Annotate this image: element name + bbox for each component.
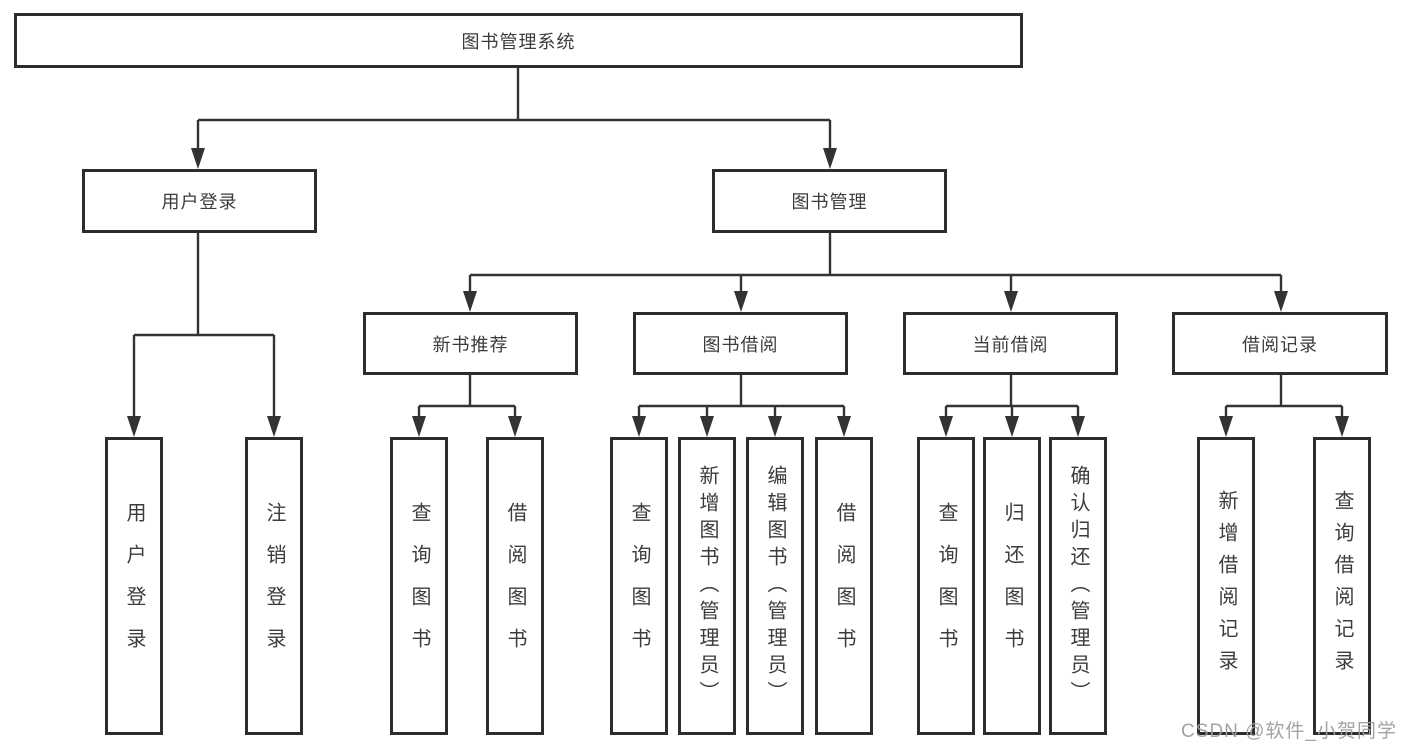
node-book-borrow: 图书借阅: [633, 312, 848, 375]
node-book-management-label: 图书管理: [791, 192, 868, 212]
arrowhead: [1274, 291, 1288, 312]
leaf-query-books-borrow-label: 查询图书: [628, 502, 650, 670]
arrowhead: [508, 416, 522, 437]
arrowhead: [837, 416, 851, 437]
arrowhead: [823, 148, 837, 169]
arrowhead: [463, 291, 477, 312]
leaf-query-books-recommend-label: 查询图书: [408, 502, 430, 670]
arrowhead: [1005, 416, 1019, 437]
leaf-confirm-return-admin: 确认归还（管理员）: [1049, 437, 1107, 735]
leaf-return-books-label: 归还图书: [1001, 502, 1023, 670]
leaf-query-books-current: 查询图书: [917, 437, 975, 735]
arrowhead: [768, 416, 782, 437]
tree-edges: [132, 68, 1344, 420]
leaf-confirm-return-admin-label: 确认归还（管理员）: [1067, 464, 1089, 708]
arrowhead: [1219, 416, 1233, 437]
leaf-user-login: 用户登录: [105, 437, 163, 735]
arrowhead: [191, 148, 205, 169]
node-current-borrow: 当前借阅: [903, 312, 1118, 375]
node-user-login-branch-label: 用户登录: [161, 192, 238, 212]
node-book-borrow-label: 图书借阅: [702, 334, 779, 355]
leaf-return-books: 归还图书: [983, 437, 1041, 735]
arrowhead: [267, 416, 281, 437]
arrowhead: [734, 291, 748, 312]
arrowhead: [1335, 416, 1349, 437]
node-root: 图书管理系统: [14, 13, 1023, 68]
leaf-query-books-current-label: 查询图书: [935, 502, 957, 670]
leaf-query-borrow-record: 查询借阅记录: [1313, 437, 1371, 735]
leaf-user-login-label: 用户登录: [123, 502, 145, 670]
leaf-query-borrow-record-label: 查询借阅记录: [1331, 490, 1353, 682]
node-user-login-branch: 用户登录: [82, 169, 317, 233]
csdn-watermark: CSDN @软件_小贺同学: [1181, 721, 1397, 742]
leaf-borrow-books: 借阅图书: [815, 437, 873, 735]
leaf-query-books-borrow: 查询图书: [610, 437, 668, 735]
node-current-borrow-label: 当前借阅: [972, 334, 1049, 355]
leaf-borrow-books-recommend: 借阅图书: [486, 437, 544, 735]
node-borrow-records-label: 借阅记录: [1242, 334, 1318, 355]
arrowhead: [939, 416, 953, 437]
leaf-add-books-admin: 新增图书（管理员）: [678, 437, 736, 735]
leaf-add-borrow-record-label: 新增借阅记录: [1215, 490, 1237, 682]
leaf-logout: 注销登录: [245, 437, 303, 735]
arrowhead: [700, 416, 714, 437]
leaf-add-borrow-record: 新增借阅记录: [1197, 437, 1255, 735]
node-borrow-records: 借阅记录: [1172, 312, 1388, 375]
leaf-edit-books-admin-label: 编辑图书（管理员）: [764, 464, 786, 708]
leaf-edit-books-admin: 编辑图书（管理员）: [746, 437, 804, 735]
arrowhead: [632, 416, 646, 437]
leaf-borrow-books-label: 借阅图书: [833, 502, 855, 670]
leaf-logout-label: 注销登录: [263, 502, 285, 670]
node-book-management: 图书管理: [712, 169, 947, 233]
arrowhead: [127, 416, 141, 437]
node-new-book-recommend: 新书推荐: [363, 312, 578, 375]
node-root-label: 图书管理系统: [461, 31, 576, 52]
leaf-borrow-books-recommend-label: 借阅图书: [504, 502, 526, 670]
arrowhead: [1004, 291, 1018, 312]
node-new-book-recommend-label: 新书推荐: [432, 334, 509, 355]
leaf-query-books-recommend: 查询图书: [390, 437, 448, 735]
arrowhead: [1071, 416, 1085, 437]
leaf-add-books-admin-label: 新增图书（管理员）: [696, 464, 718, 708]
arrowhead: [412, 416, 426, 437]
